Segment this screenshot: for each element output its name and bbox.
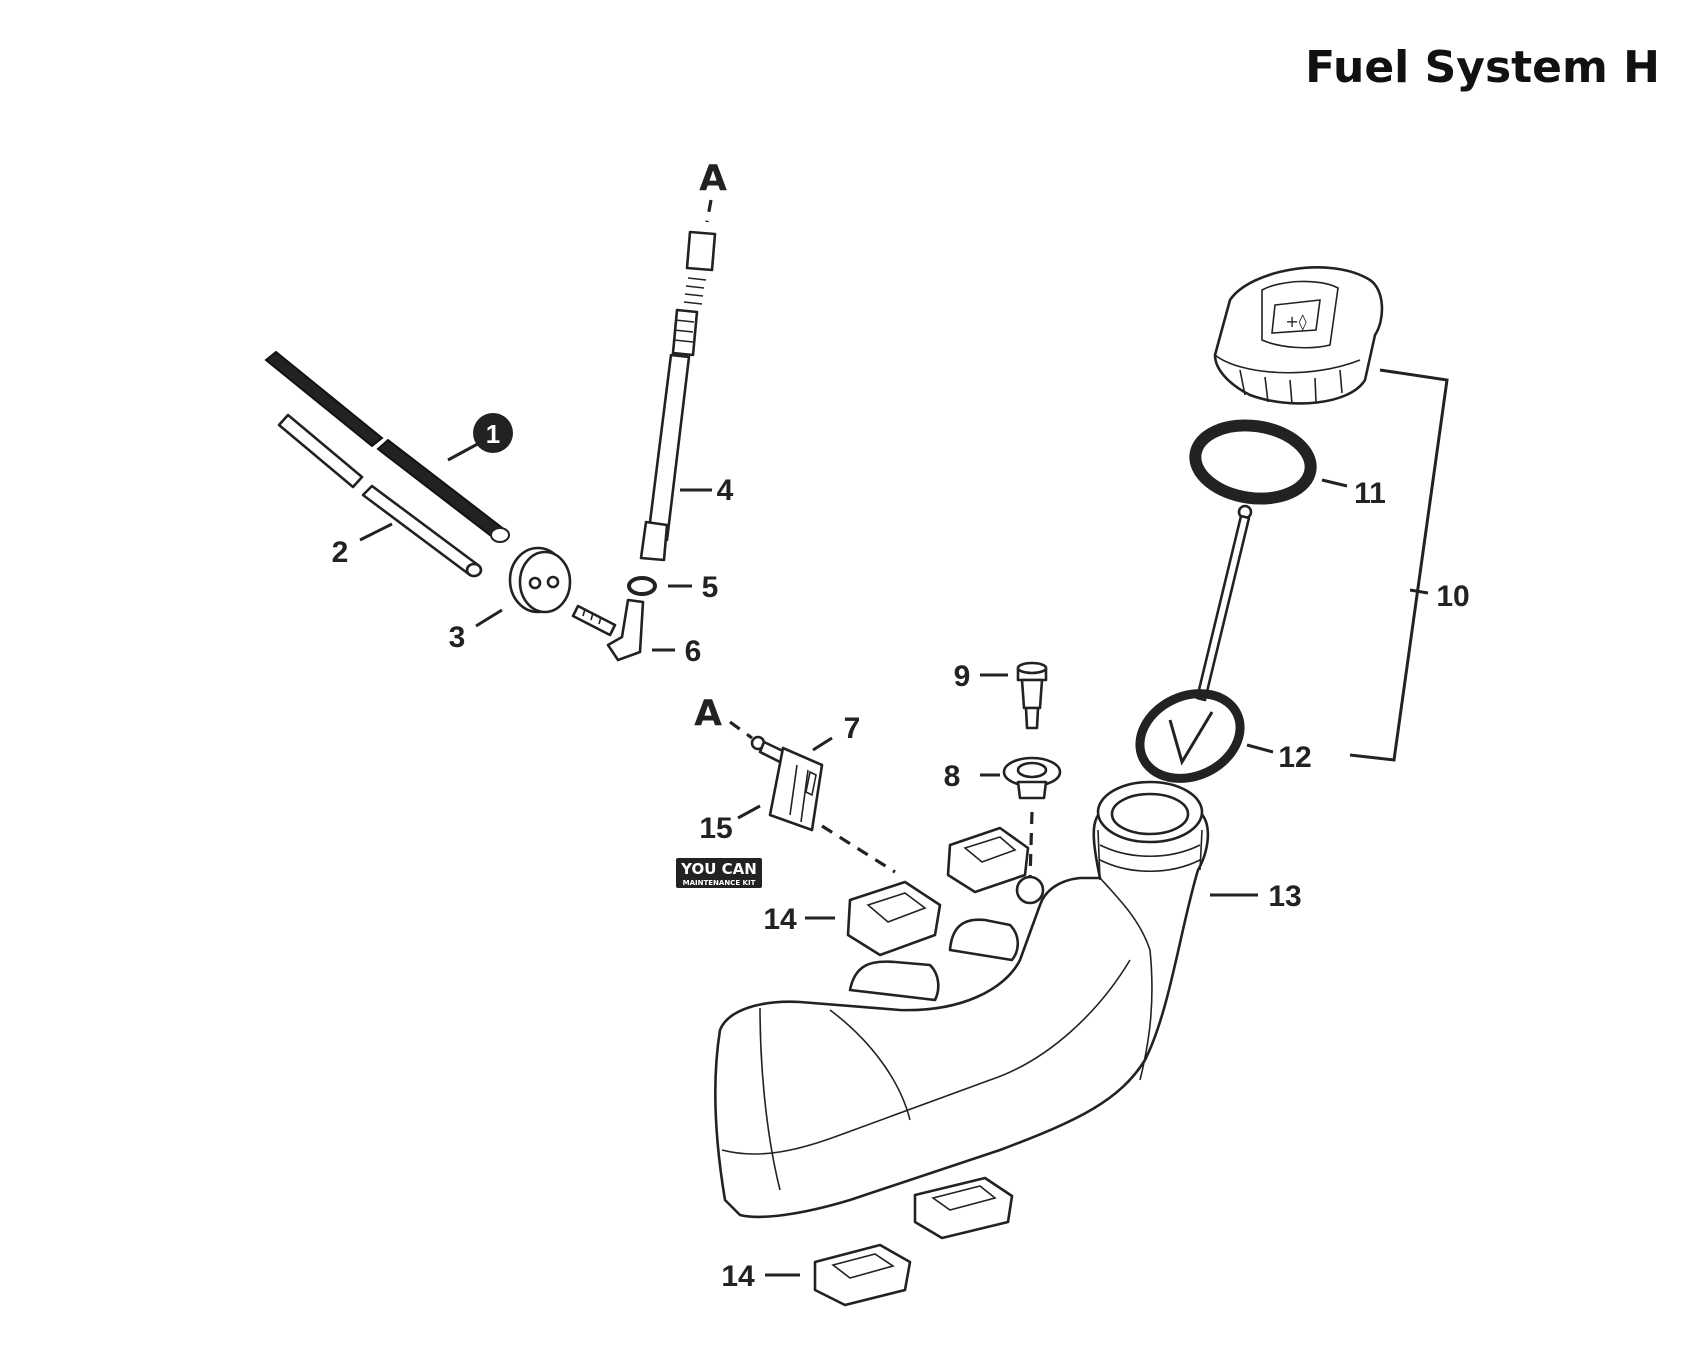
- callout-1-bubble: [473, 413, 513, 453]
- part-7-fuel-filter: A 7 15: [694, 693, 896, 874]
- part-6-elbow-fitting: 6: [571, 598, 702, 668]
- callout-8-label: 8: [944, 760, 961, 793]
- part-14-mounts-bottom: 14: [721, 1176, 1014, 1307]
- callout-11-label: 11: [1354, 477, 1386, 510]
- part-2-tube: 2: [277, 413, 483, 578]
- connector-a-top: A: [699, 158, 727, 199]
- page-title: Fuel System H: [1305, 42, 1660, 93]
- part-5-o-ring: 5: [627, 571, 719, 604]
- callout-14-bottom-label: 14: [721, 1260, 755, 1293]
- callout-5-label: 5: [702, 571, 719, 604]
- fuel-oil-mix-icon: +◊: [1285, 312, 1306, 331]
- part-8-grommet: 8: [944, 756, 1062, 881]
- callout-13-label: 13: [1268, 880, 1301, 913]
- part-11-cap-gasket: 11: [1189, 419, 1386, 510]
- part-10-fuel-cap: +◊ 10: [1213, 266, 1470, 762]
- callout-9-label: 9: [954, 660, 971, 693]
- part-1-fuel-line: 1: [264, 350, 513, 543]
- callout-2-label: 2: [332, 536, 349, 569]
- callout-6-label: 6: [685, 635, 702, 668]
- kit-badge-line1: YOU CAN: [680, 860, 757, 878]
- callout-4-label: 4: [717, 474, 734, 507]
- part-13-fuel-tank: 13: [714, 780, 1302, 1219]
- callout-14-top-label: 14: [763, 903, 797, 936]
- callout-15-label: 15: [699, 812, 732, 845]
- callout-3-label: 3: [449, 621, 466, 654]
- maintenance-kit-badge: YOU CAN MAINTENANCE KIT: [676, 858, 762, 888]
- part-3-grommet: 3: [449, 546, 572, 654]
- connector-a-bottom: A: [694, 693, 722, 734]
- part-14-mounts-top: 14: [763, 826, 1030, 957]
- part-4-pickup-tube: A 4: [639, 158, 734, 562]
- part-12-cap-tether: 12: [1135, 504, 1312, 783]
- callout-10-label: 10: [1436, 580, 1469, 613]
- part-9-vent: 9: [954, 660, 1048, 730]
- kit-badge-line2: MAINTENANCE KIT: [683, 879, 756, 887]
- callout-1-label: 1: [486, 419, 500, 449]
- callout-12-label: 12: [1278, 741, 1311, 774]
- callout-7-label: 7: [844, 712, 861, 745]
